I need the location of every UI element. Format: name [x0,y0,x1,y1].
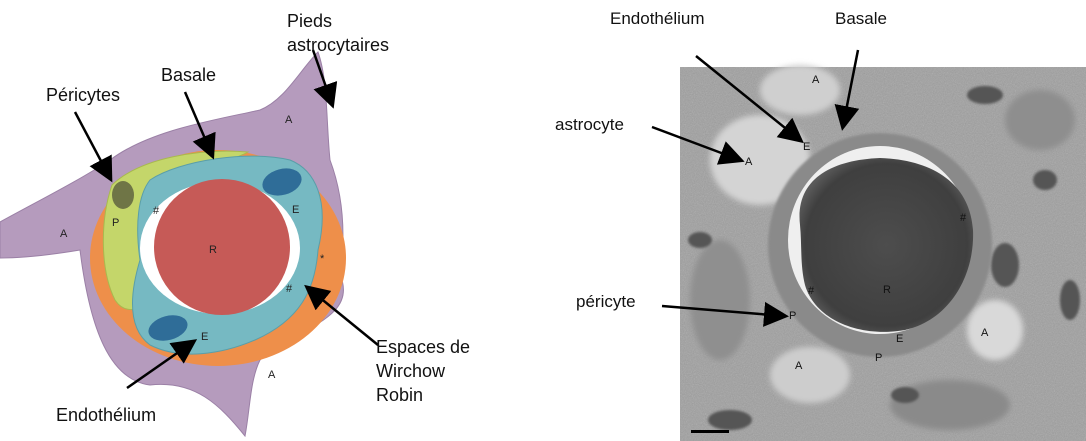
em-label-basale: Basale [835,9,887,29]
em-mark-A-bottom: A [795,360,803,372]
label-endothelium: Endothélium [56,404,156,427]
em-mark-P-bottom: P [875,352,882,364]
em-mark-A-top: A [812,74,820,86]
mark-E-bottom: E [201,331,208,343]
mark-A-bottom: A [268,369,276,381]
em-mark-A-right: A [981,327,989,339]
label-pieds: Pieds [287,10,332,33]
em-mark-A-left: A [745,156,753,168]
label-wirchow: Wirchow [376,360,445,383]
schematic-diagram: A A A P R E E # # * [0,50,378,436]
mark-hash-left: # [153,205,160,217]
arrow-pericytes [75,112,110,178]
mark-P: P [112,217,119,229]
em-label-endothelium: Endothélium [610,9,705,29]
em-label-pericyte: péricyte [576,292,636,312]
em-mark-R: R [883,284,891,296]
label-robin: Robin [376,384,423,407]
electron-micrograph: A A A A E E P P R # # [652,50,1086,441]
label-basale: Basale [161,64,216,87]
em-mark-E-bottom: E [896,333,903,345]
mark-A-top: A [285,114,293,126]
lumen-circle [154,179,290,315]
em-mark-P-left: P [789,310,796,322]
mark-hash-right: # [286,283,293,295]
mark-A-left: A [60,228,68,240]
mark-E-top: E [292,204,299,216]
scale-bar [691,430,729,433]
mark-R: R [209,244,217,256]
em-mark-hash-right: # [960,212,967,224]
label-pericytes: Péricytes [46,84,120,107]
em-label-astrocyte: astrocyte [555,115,624,135]
pericyte-nucleus [112,181,134,209]
label-espaces-de: Espaces de [376,336,470,359]
mark-star: * [320,253,325,265]
em-mark-hash-left: # [808,285,815,297]
em-mark-E-top: E [803,141,810,153]
label-astrocytaires: astrocytaires [287,34,389,57]
